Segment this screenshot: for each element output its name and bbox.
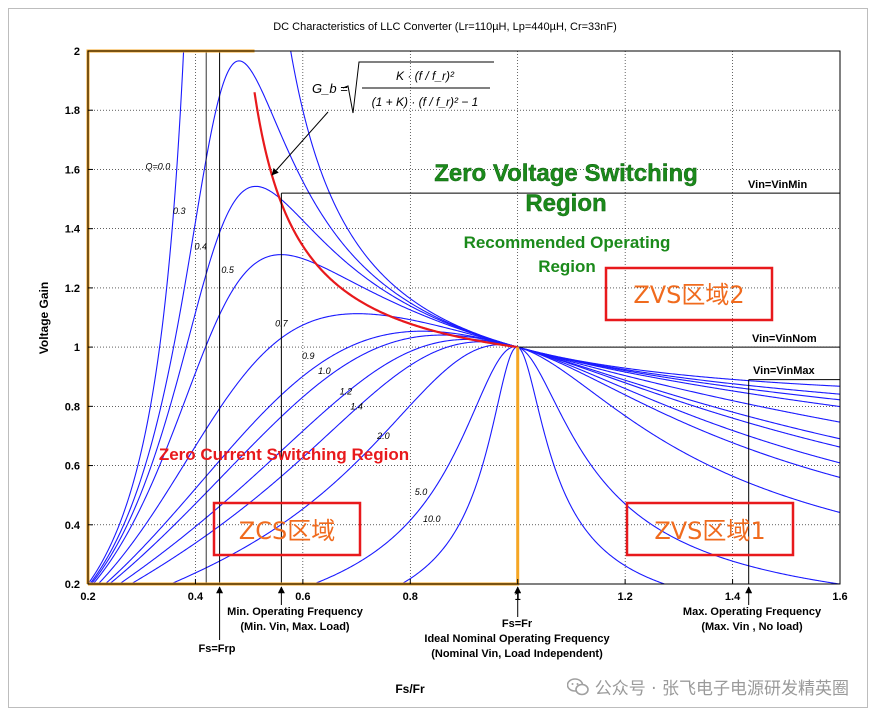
q-labels: Q=0.0 0.3 0.4 0.5 0.7 0.91.0 1.2 1.4 2.0 5.0 10.0 [145,161,440,523]
formula-numerator: K · (f / f_r)² [396,69,455,83]
x-tick-label: 1.2 [617,591,632,603]
frp-label: Fs=Frp [199,643,236,655]
boundary-formula: G_b = K · (f / f_r)² (1 + K) · (f / f_r)… [271,61,494,176]
formula-lhs: G_b = [312,81,348,96]
zone-box-zvs1: ZVS区域1 [625,501,795,557]
wechat-icon [566,677,589,695]
zone-label-zcs: ZCS区域 [239,517,335,545]
q-label: 0.9 [302,351,315,361]
gain-curve-q-0.9 [104,330,840,584]
y-tick-label: 1.6 [65,164,80,176]
zcs-region-title: Zero Current Switching Region [159,445,409,464]
q-label: Q=0.0 [145,161,170,171]
x-tick-label: 0.8 [403,591,418,603]
gain-curve-q-0 [88,51,840,584]
q-label: 2.0 [376,431,390,441]
fr-label: Fs=Fr [502,618,533,630]
y-tick-label: 1.4 [65,224,81,236]
y-tick-label: 1 [74,342,80,354]
x-tick-label: 0.2 [80,591,95,603]
watermark: 公众号 · 张飞电子电源研发精英圈 [566,674,849,699]
zvs-region-title-2: Region [525,190,606,217]
recommended-region-title-2: Region [538,257,596,276]
x-tick-label: 0.6 [295,591,310,603]
zone-box-zcs: ZCS区域 [212,501,362,557]
nominal-freq-label-2: (Nominal Vin, Load Independent) [431,648,603,660]
gain-curve-q-10 [400,346,667,584]
q-label: 1.0 [318,366,331,376]
x-tick-label: 1.6 [832,591,847,603]
zone-box-zvs2: ZVS区域2 [604,266,774,322]
y-tick-label: 0.2 [65,579,80,591]
gain-curve-q-0.7 [97,313,840,584]
q-label: 1.2 [340,386,353,396]
formula-denominator: (1 + K) · (f / f_r)² − 1 [372,95,479,109]
gain-curve-q-1 [108,334,840,584]
y-tick-label: 0.8 [65,401,80,413]
max-freq-label-1: Max. Operating Frequency [683,606,822,618]
max-freq-label-2: (Max. Vin , No load) [701,621,803,633]
operating-markers [205,51,840,640]
zone-label-zvs1: ZVS区域1 [654,517,765,545]
q-label: 0.5 [221,265,235,275]
vin-nom-label: Vin=VinNom [752,333,817,345]
y-tick-label: 1.2 [65,283,80,295]
q-label: 0.4 [195,241,208,251]
vin-max-label: Vin=VinMax [753,365,816,377]
plot-border [87,50,841,585]
chart-title: DC Characteristics of LLC Converter (Lr=… [273,21,617,33]
gain-curve-q-0.4 [90,185,840,584]
gain-curve-q-2 [169,344,840,584]
formula-arrow [271,111,329,176]
zone-label-zvs2: ZVS区域2 [633,281,744,309]
y-tick-label: 0.6 [65,461,80,473]
q-label: 10.0 [423,514,441,524]
y-tick-label: 1.8 [65,105,80,117]
y-tick-label: 2 [74,46,80,58]
min-freq-label-2: (Min. Vin, Max. Load) [240,621,350,633]
vin-min-label: Vin=VinMin [748,179,807,191]
min-freq-label-1: Min. Operating Frequency [227,606,364,618]
q-label: 0.7 [275,318,289,328]
axis-ticks: 0.2 0.4 0.6 0.8 1 1.2 1.4 1.6 0.2 0.4 0.6 0.8 1 1.2 1.… [65,46,848,603]
figure-frame [8,8,868,708]
nominal-freq-label-1: Ideal Nominal Operating Frequency [424,633,610,645]
watermark-text: 公众号 · 张飞电子电源研发精英圈 [594,679,849,699]
x-axis-label: Fs/Fr [395,682,425,696]
gain-curve-q-5 [312,346,840,584]
gain-curve-q-1.4 [129,341,840,584]
gb-boundary-curve [253,92,518,349]
q-label: 1.4 [350,401,363,411]
recommended-region-title: Recommended Operating [464,233,671,252]
zvs-region-title: Zero Voltage Switching [434,160,698,187]
y-tick-label: 0.4 [65,520,81,532]
x-tick-label: 0.4 [188,591,204,603]
gain-curve-q-0.5 [92,254,840,584]
q-label: 0.3 [173,206,186,216]
x-tick-label: 1 [515,591,521,603]
x-tick-label: 1.4 [725,591,741,603]
formula-radical [342,61,494,114]
q-label: 5.0 [415,487,428,497]
y-axis-label: Voltage Gain [37,282,51,354]
gain-curve-q-0.3 [89,60,840,584]
